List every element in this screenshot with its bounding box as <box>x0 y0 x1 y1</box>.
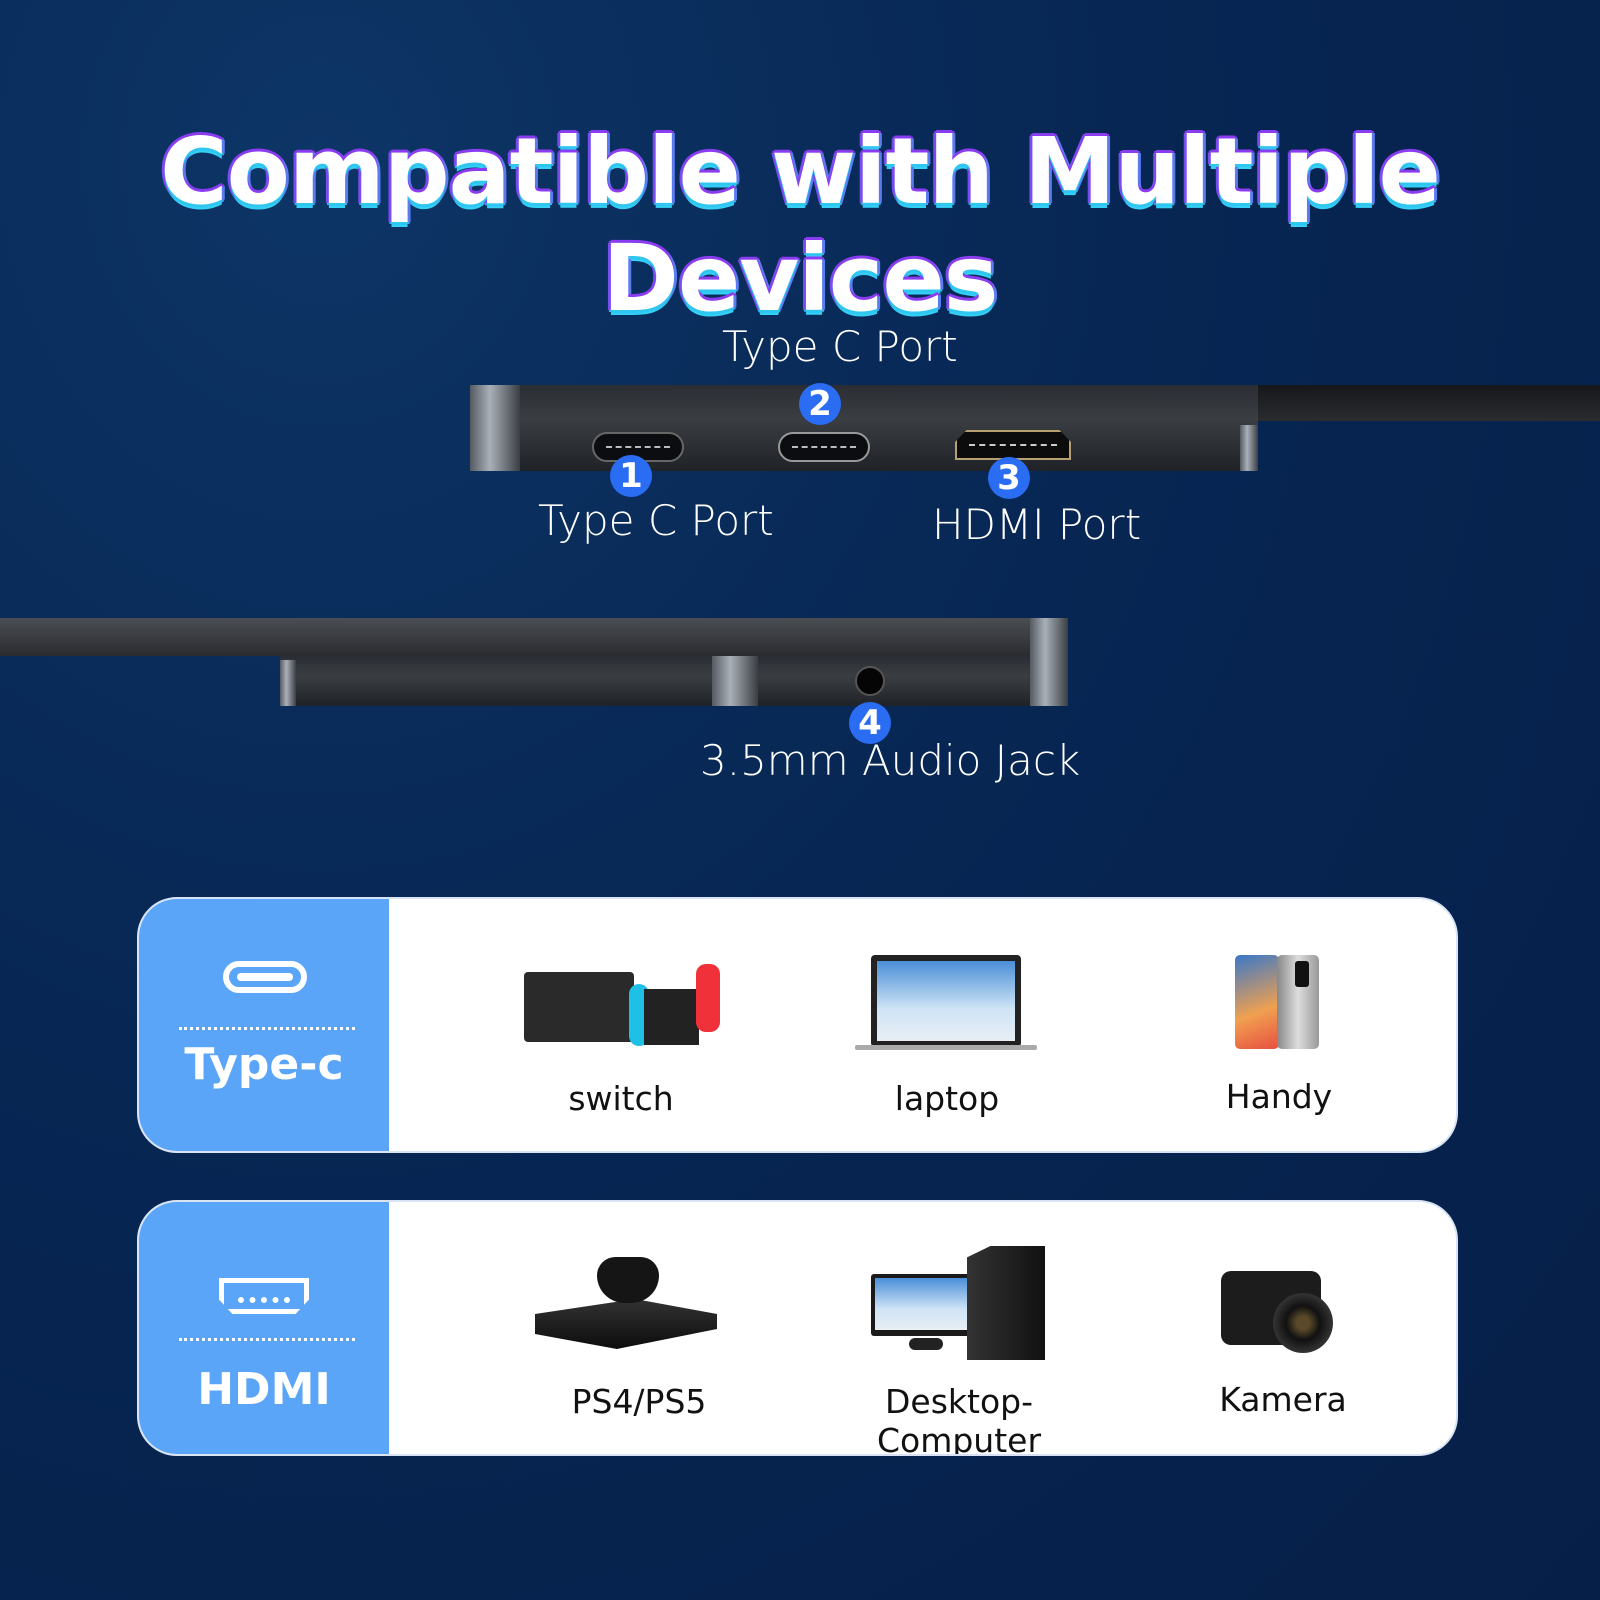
laptop-image <box>855 955 1037 1051</box>
hdmi-label: HDMI <box>197 1364 331 1415</box>
hdmi-devices-card: HDMI PS4/PS5 Desktop-Computer Kamera <box>137 1200 1458 1456</box>
port-badge-3: 3 <box>988 457 1030 499</box>
type-c-devices-card: Type-c switch laptop Handy <box>137 897 1458 1153</box>
port-label-3: HDMI Port <box>932 500 1142 549</box>
device-label-kamera: Kamera <box>1219 1380 1347 1419</box>
audio-jack <box>855 666 885 696</box>
port-label-2: Type C Port <box>722 322 958 371</box>
type-c-panel: Type-c <box>139 899 389 1151</box>
hdmi-panel: HDMI <box>139 1202 389 1454</box>
type-c-port-2 <box>778 432 870 462</box>
page-title: Compatible with Multiple Devices <box>160 118 1441 332</box>
port-label-4: 3.5mm Audio Jack <box>700 736 1081 785</box>
camera-image <box>1221 1257 1333 1355</box>
device-label-handy: Handy <box>1225 1077 1333 1116</box>
type-c-label: Type-c <box>184 1039 344 1090</box>
smartphone-image <box>1235 955 1321 1051</box>
device-label-laptop: laptop <box>894 1079 1000 1118</box>
desktop-computer-image <box>871 1246 1047 1362</box>
port-label-1: Type C Port <box>538 496 774 545</box>
port-badge-1: 1 <box>610 455 652 497</box>
port-badge-2: 2 <box>799 383 841 425</box>
nintendo-switch-image <box>524 964 734 1049</box>
usb-c-icon <box>223 961 307 993</box>
device-label-desktop-computer: Desktop-Computer <box>876 1382 1042 1456</box>
device-label-switch: switch <box>568 1079 674 1118</box>
hdmi-port <box>955 430 1071 460</box>
game-console-image <box>535 1257 717 1355</box>
device-label-ps4-ps5: PS4/PS5 <box>571 1382 707 1421</box>
port-badge-4: 4 <box>849 702 891 744</box>
hdmi-icon <box>219 1278 309 1314</box>
